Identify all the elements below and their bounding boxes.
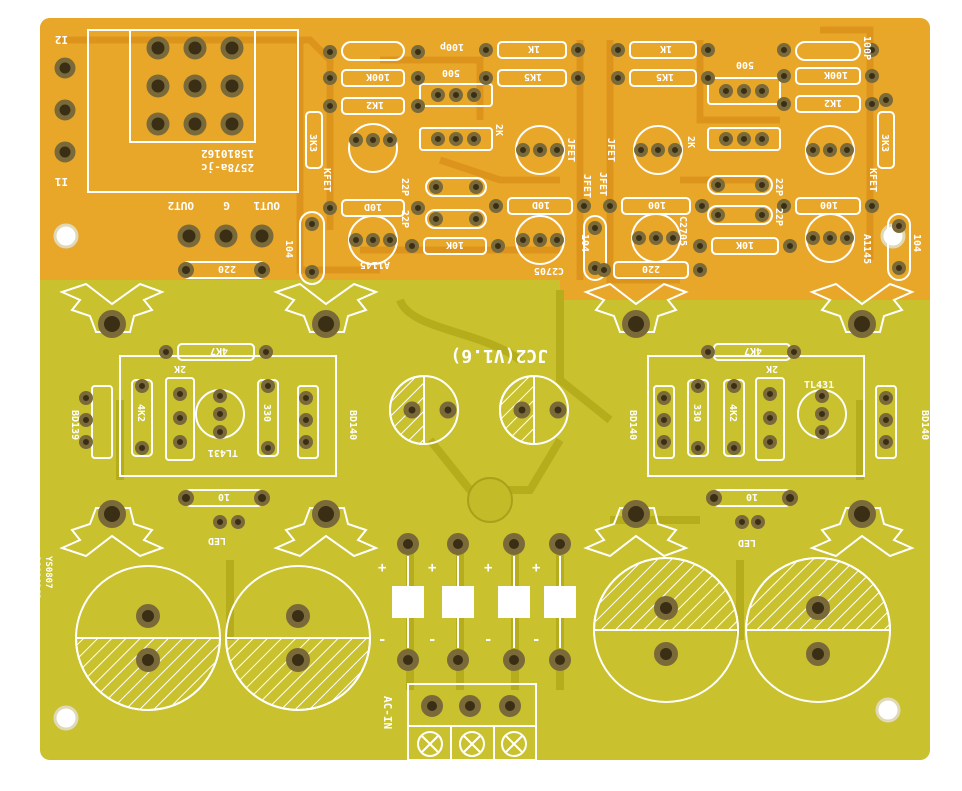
label-3k3-left: 3K3 (307, 134, 318, 152)
label-100p-right: 100P (861, 36, 872, 60)
label-10k-right: 10K (736, 239, 754, 250)
label-jfet-b-left: JFET (581, 174, 592, 198)
label-100-b-right: 100 (820, 199, 838, 210)
label-500-left: 500 (442, 67, 460, 78)
filter-cap-pads (136, 596, 830, 672)
label-ic-code-b: 15810162 (201, 147, 254, 160)
center-via-cluster (467, 477, 513, 523)
ac-in-terminal (407, 683, 537, 761)
rectifier-plus-4: + (532, 560, 540, 576)
label-1k2-left: 1K2 (366, 99, 384, 110)
label-104-a-right: 104 (579, 234, 590, 252)
heatsink-mount-holes (98, 310, 876, 528)
input-socket (87, 29, 299, 193)
label-500-right: 500 (736, 59, 754, 70)
label-330-right: 330 (691, 404, 702, 422)
label-tl431-right: TL431 (804, 380, 834, 391)
label-104-b-right: 104 (911, 234, 922, 252)
rectifier-pads (397, 533, 571, 671)
label-c2705-right: C2705 (677, 216, 688, 246)
label-led-left: LED (208, 535, 226, 546)
label-1k5-left: 1K5 (524, 71, 542, 82)
label-10-right: 10 (746, 491, 758, 502)
rectifier-plus-2: + (428, 560, 436, 576)
label-10d-b-left: 10D (532, 199, 550, 210)
input-pin-pads (54, 57, 274, 248)
label-out2: OUT2 (168, 199, 195, 212)
label-ac-in: AC-IN (381, 696, 394, 729)
board-title: JC2(V1.6) (450, 345, 548, 366)
label-bd139-left: BD139 (69, 410, 80, 440)
label-10k-left: 10K (446, 239, 464, 250)
label-100k-left: 100K (366, 71, 390, 82)
label-jfet-a-right: JFET (605, 138, 616, 162)
label-3k3-right: 3K3 (879, 134, 890, 152)
label-kfet-left: KFET (321, 168, 332, 192)
right-power-pads (657, 345, 893, 529)
label-a1145-right: A1145 (861, 234, 872, 264)
label-out1: OUT1 (253, 199, 280, 212)
label-330-left: 330 (261, 404, 272, 422)
label-220-right: 220 (642, 263, 660, 274)
label-led-right: LED (738, 537, 756, 548)
label-1k5-right: 1K5 (656, 71, 674, 82)
label-i1: I1 (54, 175, 68, 188)
label-2k-right: 2K (685, 136, 696, 148)
label-100-a-right: 100 (648, 199, 666, 210)
label-2k-right-pot: 2K (766, 363, 778, 374)
label-1k-a-left: 1K (528, 43, 540, 54)
label-22p-b-left: 22P (399, 210, 410, 228)
label-kfet-right: KFET (867, 168, 878, 192)
label-serial-a: YS0807 (43, 556, 53, 589)
label-bd140-left: BD140 (347, 410, 358, 440)
label-4k2-right: 4K2 (727, 404, 738, 422)
label-104-left: 104 (283, 240, 294, 258)
label-10-left: 10 (218, 491, 230, 502)
label-4k7-right: 4K7 (744, 345, 762, 356)
rectifier-minus-3: - (484, 632, 492, 648)
rectifier-minus-1: - (378, 632, 386, 648)
rectifier-plus-1: + (378, 560, 386, 576)
label-22p-a-right: 22P (773, 178, 784, 196)
label-2k-left: 2K (493, 124, 504, 136)
upper-traces (60, 26, 874, 284)
label-22p-b-right: 22P (773, 208, 784, 226)
label-4k7-left: 4K7 (210, 345, 228, 356)
label-jfet-a-left: JFET (565, 138, 576, 162)
filter-capacitors (74, 557, 892, 711)
label-1k-a-right: 1K (660, 43, 672, 54)
left-channel-parts (183, 41, 573, 285)
rectifier-minus-4: - (532, 632, 540, 648)
label-tl431-left: TL431 (208, 447, 238, 458)
label-bd140-a-right: BD140 (627, 410, 638, 440)
label-100k-right: 100K (824, 69, 848, 80)
heatsink-outlines (59, 282, 915, 558)
rectifier-minus-2: - (428, 632, 436, 648)
input-socket-pads (146, 36, 244, 136)
label-10d-a-left: 10D (364, 201, 382, 212)
label-4k2-left: 4K2 (135, 404, 146, 422)
ac-in-pads (421, 695, 521, 717)
rectifier-leads (407, 556, 561, 648)
label-1k2-right: 1K2 (824, 97, 842, 108)
label-c2705-left: C2705 (534, 265, 564, 276)
left-channel-pads (178, 43, 591, 279)
center-cap-pads (403, 401, 567, 419)
label-bd140-b-right: BD140 (919, 410, 930, 440)
label-jfet-b-right: JFET (597, 172, 608, 196)
label-ic-code-a: 2578a-jc (201, 161, 254, 174)
label-i2: I2 (55, 33, 68, 46)
label-2k-left-pot: 2K (174, 363, 186, 374)
rectifier-diodes (392, 586, 576, 618)
label-serial-b: 18096162 (31, 556, 41, 599)
label-220-left: 220 (218, 263, 236, 274)
label-100p-left: 100p (440, 41, 464, 52)
label-22p-a-left: 22P (399, 178, 410, 196)
left-power-pads (79, 345, 313, 529)
label-g: G (223, 199, 230, 212)
rectifier-plus-3: + (484, 560, 492, 576)
right-channel-pads (588, 43, 906, 277)
label-a1145-left: A1145 (360, 259, 390, 270)
